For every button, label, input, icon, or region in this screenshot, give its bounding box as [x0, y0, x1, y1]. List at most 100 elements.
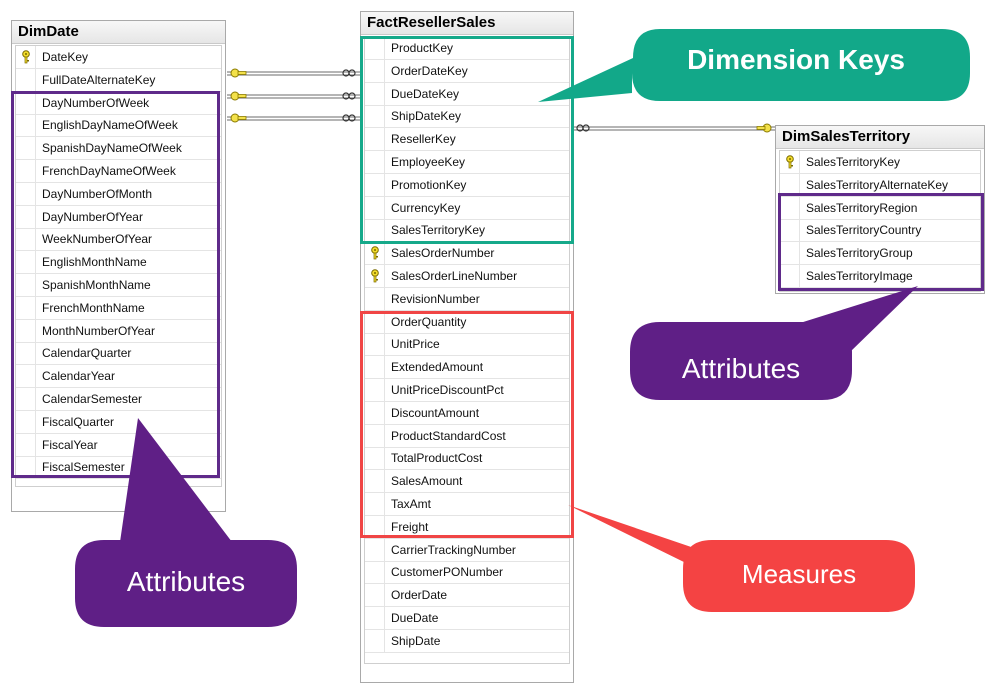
column-row[interactable]: CalendarSemester: [16, 388, 221, 411]
column-row[interactable]: FiscalYear: [16, 433, 221, 457]
dimension-keys-label: Dimension Keys: [687, 44, 905, 75]
table-title: FactResellerSales: [361, 12, 573, 35]
table-title: DimSalesTerritory: [776, 126, 984, 149]
column-row[interactable]: ResellerKey: [365, 128, 569, 152]
column-row[interactable]: UnitPriceDiscountPct: [365, 379, 569, 402]
column-row[interactable]: SalesTerritoryCountry: [780, 219, 980, 243]
column-row[interactable]: DiscountAmount: [365, 401, 569, 425]
column-row[interactable]: ProductKey: [365, 37, 569, 60]
column-row[interactable]: OrderQuantity: [365, 310, 569, 334]
row-gutter: [16, 456, 36, 479]
column-name: FiscalYear: [42, 437, 98, 452]
column-row[interactable]: SalesAmount: [365, 470, 569, 494]
column-name: DayNumberOfMonth: [42, 186, 153, 201]
column-row[interactable]: FiscalQuarter: [16, 410, 221, 434]
row-gutter: [780, 151, 800, 173]
primary-key-icon: [371, 269, 379, 283]
column-name: OrderQuantity: [391, 314, 467, 329]
column-row[interactable]: SalesTerritoryKey: [780, 151, 980, 174]
column-name: FullDateAlternateKey: [42, 72, 156, 87]
column-row[interactable]: EnglishMonthName: [16, 251, 221, 275]
row-gutter: [365, 173, 385, 196]
column-row[interactable]: FrenchMonthName: [16, 296, 221, 320]
column-row[interactable]: SpanishMonthName: [16, 274, 221, 297]
column-row[interactable]: FrenchDayNameOfWeek: [16, 160, 221, 183]
column-row[interactable]: MonthNumberOfYear: [16, 319, 221, 343]
column-row[interactable]: ShipDateKey: [365, 105, 569, 129]
column-row[interactable]: PromotionKey: [365, 173, 569, 197]
column-name: OrderDateKey: [391, 63, 468, 78]
row-gutter: [365, 219, 385, 242]
column-row[interactable]: TaxAmt: [365, 493, 569, 516]
column-name: CurrencyKey: [391, 200, 461, 215]
attributes-callout-right: [630, 286, 918, 400]
column-row[interactable]: DueDate: [365, 607, 569, 630]
column-row[interactable]: SalesTerritoryRegion: [780, 196, 980, 220]
column-row[interactable]: EnglishDayNameOfWeek: [16, 114, 221, 138]
row-gutter: [780, 265, 800, 287]
column-row[interactable]: UnitPrice: [365, 333, 569, 357]
column-name: FiscalQuarter: [42, 414, 115, 429]
row-gutter: [16, 365, 36, 388]
column-row[interactable]: RevisionNumber: [365, 287, 569, 311]
column-row[interactable]: FiscalSemester: [16, 456, 221, 480]
column-row[interactable]: SalesOrderLineNumber: [365, 265, 569, 288]
row-gutter: [16, 342, 36, 365]
row-gutter: [16, 91, 36, 114]
row-gutter: [365, 37, 385, 59]
column-name: TaxAmt: [391, 497, 432, 511]
column-row[interactable]: Freight: [365, 515, 569, 539]
column-name: ExtendedAmount: [391, 360, 484, 375]
column-row[interactable]: DayNumberOfYear: [16, 205, 221, 229]
row-gutter: [365, 379, 385, 401]
column-row[interactable]: DueDateKey: [365, 82, 569, 106]
row-gutter: [16, 137, 36, 160]
column-row[interactable]: SalesOrderNumber: [365, 242, 569, 266]
column-row[interactable]: DayNumberOfMonth: [16, 182, 221, 206]
column-name: SalesTerritoryGroup: [806, 246, 913, 261]
column-name: DayNumberOfYear: [42, 209, 143, 224]
column-name: ShipDateKey: [391, 109, 462, 124]
column-row[interactable]: OrderDateKey: [365, 59, 569, 83]
column-name: DateKey: [42, 50, 89, 64]
column-row[interactable]: SalesTerritoryAlternateKey: [780, 173, 980, 197]
column-row[interactable]: DayNumberOfWeek: [16, 91, 221, 115]
measures-highlight: [360, 311, 574, 538]
column-name: DueDate: [391, 611, 439, 625]
column-row[interactable]: ShipDate: [365, 629, 569, 653]
column-row[interactable]: CustomerPONumber: [365, 561, 569, 585]
column-name: CustomerPONumber: [391, 565, 504, 580]
row-gutter: [365, 561, 385, 584]
row-gutter: [780, 173, 800, 196]
row-gutter: [16, 228, 36, 251]
column-row[interactable]: EmployeeKey: [365, 151, 569, 174]
column-row[interactable]: OrderDate: [365, 584, 569, 608]
column-row[interactable]: SalesTerritoryImage: [780, 265, 980, 288]
column-name: DueDateKey: [391, 86, 460, 101]
column-row[interactable]: CarrierTrackingNumber: [365, 538, 569, 562]
column-row[interactable]: CurrencyKey: [365, 196, 569, 220]
column-name: SalesTerritoryKey: [806, 155, 901, 169]
column-row[interactable]: TotalProductCost: [365, 447, 569, 471]
row-gutter: [365, 538, 385, 561]
column-row[interactable]: ProductStandardCost: [365, 424, 569, 448]
column-name: SalesAmount: [391, 474, 463, 489]
column-row[interactable]: WeekNumberOfYear: [16, 228, 221, 252]
column-name: SalesTerritoryKey: [391, 223, 486, 238]
column-row[interactable]: CalendarQuarter: [16, 342, 221, 366]
row-gutter: [16, 182, 36, 205]
column-row[interactable]: SpanishDayNameOfWeek: [16, 137, 221, 161]
column-name: SalesTerritoryAlternateKey: [806, 177, 949, 192]
column-row[interactable]: ExtendedAmount: [365, 356, 569, 380]
column-row[interactable]: CalendarYear: [16, 365, 221, 389]
column-name: ProductKey: [391, 41, 454, 55]
dimension-keys-callout: [538, 29, 970, 102]
column-row[interactable]: SalesTerritoryGroup: [780, 242, 980, 266]
primary-key-icon: [786, 155, 794, 169]
column-row[interactable]: DateKey: [16, 46, 221, 69]
row-gutter: [365, 265, 385, 287]
